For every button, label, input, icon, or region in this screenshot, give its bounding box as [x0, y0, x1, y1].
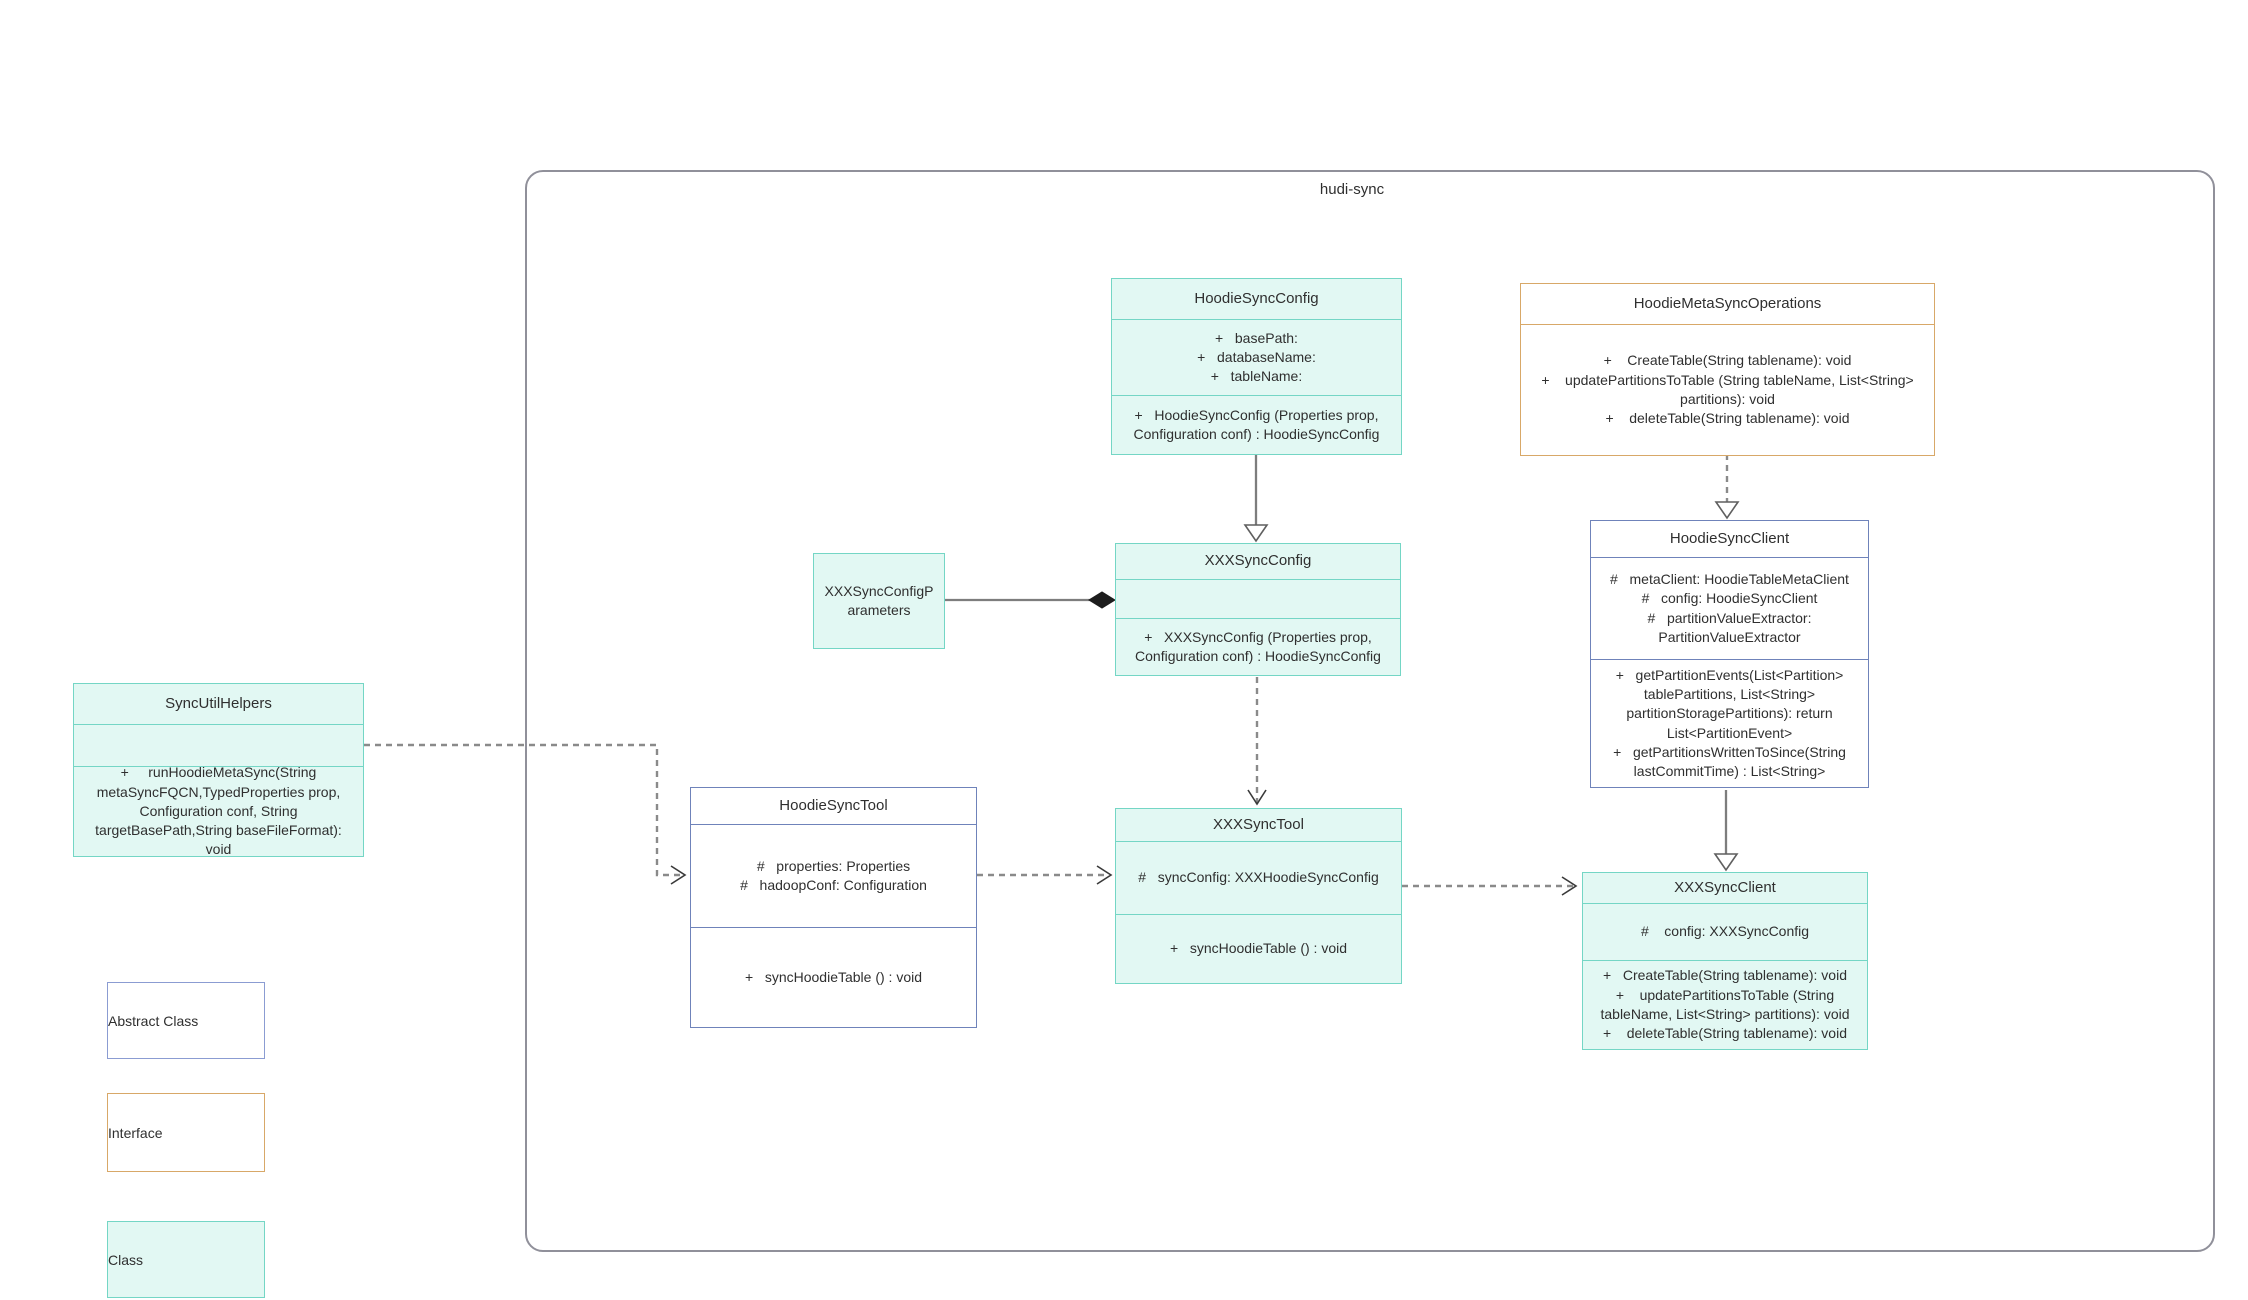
method-line: + deleteTable(String tablename): void	[1605, 410, 1850, 427]
legend-abstract-class[interactable]: Abstract Class	[107, 982, 265, 1059]
method-line: + updatePartitionsToTable (String tableN…	[1541, 371, 1918, 407]
method-line: + syncHoodieTable () : void	[1169, 940, 1348, 957]
class-title: XXXSyncClient	[1674, 878, 1776, 896]
method-line: + CreateTable(String tablename): void	[1603, 967, 1847, 984]
methods-compartment: + getPartitionEvents(List<Partition> tab…	[1591, 659, 1868, 787]
attributes-compartment: # properties: Properties # hadoopConf: C…	[691, 824, 976, 927]
attribute-line: + tableName:	[1210, 368, 1303, 385]
attributes-compartment: # metaClient: HoodieTableMetaClient # co…	[1591, 557, 1868, 659]
method-line: + getPartitionEvents(List<Partition> tab…	[1615, 666, 1848, 741]
legend-label: Interface	[108, 1124, 163, 1141]
class-title: XXXSyncConfigParameters	[824, 582, 934, 618]
attribute-line: # partitionValueExtractor: PartitionValu…	[1647, 609, 1816, 645]
attributes-compartment: + basePath: + databaseName: + tableName:	[1112, 319, 1401, 395]
attribute-line: + databaseName:	[1197, 348, 1316, 365]
class-title: HoodieSyncConfig	[1194, 289, 1319, 307]
interface-node-hoodie-meta-sync-operations[interactable]: HoodieMetaSyncOperations + CreateTable(S…	[1520, 283, 1935, 456]
methods-compartment: + syncHoodieTable () : void	[1116, 914, 1401, 983]
attribute-line: # config: HoodieSyncClient	[1641, 590, 1818, 607]
method-line: + getPartitionsWrittenToSince(String las…	[1613, 743, 1850, 780]
legend-label: Class	[108, 1251, 144, 1268]
attribute-line: # metaClient: HoodieTableMetaClient	[1610, 570, 1849, 587]
class-node-xxx-sync-config-parameters[interactable]: XXXSyncConfigParameters	[813, 553, 945, 649]
legend-interface[interactable]: Interface	[107, 1093, 265, 1172]
attributes-compartment	[74, 724, 363, 766]
attributes-compartment	[1116, 579, 1400, 618]
legend-class[interactable]: Class	[107, 1221, 265, 1298]
attribute-line: # syncConfig: XXXHoodieSyncConfig	[1138, 869, 1379, 886]
attributes-compartment: # config: XXXSyncConfig	[1583, 903, 1867, 960]
class-title: XXXSyncTool	[1213, 815, 1304, 833]
methods-compartment: + runHoodieMetaSync(String metaSyncFQCN,…	[74, 764, 363, 857]
method-line: + runHoodieMetaSync(String metaSyncFQCN,…	[95, 764, 346, 858]
method-line: + deleteTable(String tablename): void	[1603, 1025, 1847, 1042]
class-node-xxx-sync-client[interactable]: XXXSyncClient # config: XXXSyncConfig + …	[1582, 872, 1868, 1050]
class-node-xxx-sync-tool[interactable]: XXXSyncTool # syncConfig: XXXHoodieSyncC…	[1115, 808, 1402, 984]
abstract-class-node-hoodie-sync-client[interactable]: HoodieSyncClient # metaClient: HoodieTab…	[1590, 520, 1869, 788]
method-line: + syncHoodieTable () : void	[744, 968, 923, 985]
class-node-hoodie-sync-config[interactable]: HoodieSyncConfig + basePath: + databaseN…	[1111, 278, 1402, 455]
methods-compartment: + syncHoodieTable () : void	[691, 927, 976, 1027]
attribute-line: # config: XXXSyncConfig	[1640, 923, 1810, 940]
attribute-line: + basePath:	[1215, 329, 1298, 346]
hudi-sync-frame-label: hudi-sync	[1319, 181, 1385, 198]
class-title: HoodieSyncTool	[779, 796, 888, 814]
method-line: + CreateTable(String tablename): void	[1603, 352, 1852, 369]
class-title: XXXSyncConfig	[1204, 552, 1312, 570]
attribute-line: # properties: Properties	[756, 857, 911, 874]
class-title: HoodieMetaSyncOperations	[1633, 294, 1822, 312]
class-node-xxx-sync-config[interactable]: XXXSyncConfig + XXXSyncConfig (Propertie…	[1115, 543, 1401, 676]
methods-compartment: + XXXSyncConfig (Properties prop, Config…	[1116, 618, 1400, 675]
class-title: HoodieSyncClient	[1669, 529, 1790, 547]
abstract-class-node-hoodie-sync-tool[interactable]: HoodieSyncTool # properties: Properties …	[690, 787, 977, 1028]
methods-compartment: + CreateTable(String tablename): void + …	[1583, 960, 1867, 1049]
legend-label: Abstract Class	[108, 1012, 199, 1029]
hudi-sync-frame	[525, 170, 2215, 1252]
method-line: + HoodieSyncConfig (Properties prop, Con…	[1133, 406, 1383, 442]
method-line: + XXXSyncConfig (Properties prop, Config…	[1135, 628, 1381, 664]
attribute-line: # hadoopConf: Configuration	[740, 877, 927, 893]
class-title: SyncUtilHelpers	[165, 694, 272, 712]
method-line: + updatePartitionsToTable (String tableN…	[1600, 986, 1850, 1022]
class-node-sync-util-helpers[interactable]: SyncUtilHelpers + runHoodieMetaSync(Stri…	[73, 683, 364, 857]
methods-compartment: + CreateTable(String tablename): void + …	[1521, 324, 1934, 455]
attributes-compartment: # syncConfig: XXXHoodieSyncConfig	[1116, 841, 1401, 914]
methods-compartment: + HoodieSyncConfig (Properties prop, Con…	[1112, 395, 1401, 454]
